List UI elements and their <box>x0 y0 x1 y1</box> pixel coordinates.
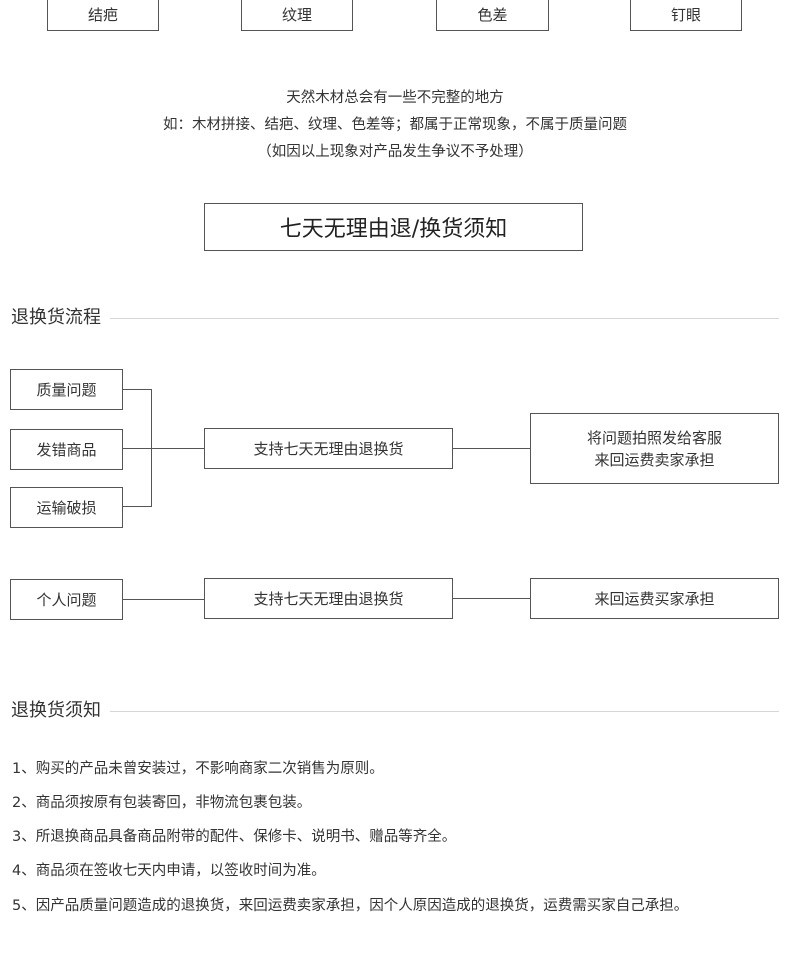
notice-section-divider <box>110 711 779 712</box>
seven-day-return-support: 支持七天无理由退换货 <box>204 428 453 469</box>
connector-line <box>123 389 152 390</box>
result-buyer-pays: 来回运费买家承担 <box>530 578 779 619</box>
notice-item: 5、因产品质量问题造成的退换货，来回运费卖家承担，因个人原因造成的退换货，运费需… <box>12 898 689 914</box>
reason-quality-issue: 质量问题 <box>10 369 123 410</box>
seven-day-return-support-personal: 支持七天无理由退换货 <box>204 578 453 619</box>
reason-wrong-item: 发错商品 <box>10 429 123 470</box>
notice-section-title: 退换货须知 <box>11 699 109 723</box>
intro-line-1: 天然木材总会有一些不完整的地方 <box>286 90 504 106</box>
reason-personal-issue: 个人问题 <box>10 579 123 620</box>
process-section-divider <box>110 318 779 319</box>
reason-shipping-damage: 运输破损 <box>10 487 123 528</box>
connector-line <box>453 448 531 449</box>
intro-line-3: （如因以上现象对产品发生争议不予处理） <box>257 144 533 160</box>
notice-item: 4、商品须在签收七天内申请，以签收时间为准。 <box>12 863 326 879</box>
policy-title: 七天无理由退/换货须知 <box>204 203 583 251</box>
connector-line <box>123 599 204 600</box>
notice-item: 2、商品须按原有包装寄回，非物流包裹包装。 <box>12 795 312 811</box>
notice-item: 3、所退换商品具备商品附带的配件、保修卡、说明书、赠品等齐全。 <box>12 829 457 845</box>
connector-line <box>123 506 152 507</box>
result-seller-pays-line1: 将问题拍照发给客服 <box>586 428 722 447</box>
notice-item: 1、购买的产品未曾安装过，不影响商家二次销售为原则。 <box>12 761 384 777</box>
result-seller-pays-line2: 来回运费卖家承担 <box>594 450 715 469</box>
tag-grain: 纹理 <box>241 0 353 31</box>
connector-line <box>453 598 531 599</box>
result-seller-pays: 将问题拍照发给客服 来回运费卖家承担 <box>530 413 779 484</box>
tag-knot: 结疤 <box>47 0 159 31</box>
process-section-title: 退换货流程 <box>11 306 109 330</box>
tag-color-difference: 色差 <box>436 0 549 31</box>
connector-line <box>123 448 204 449</box>
intro-line-2: 如：木材拼接、结疤、纹理、色差等；都属于正常现象，不属于质量问题 <box>163 117 627 133</box>
tag-nail-hole: 钉眼 <box>630 0 742 31</box>
